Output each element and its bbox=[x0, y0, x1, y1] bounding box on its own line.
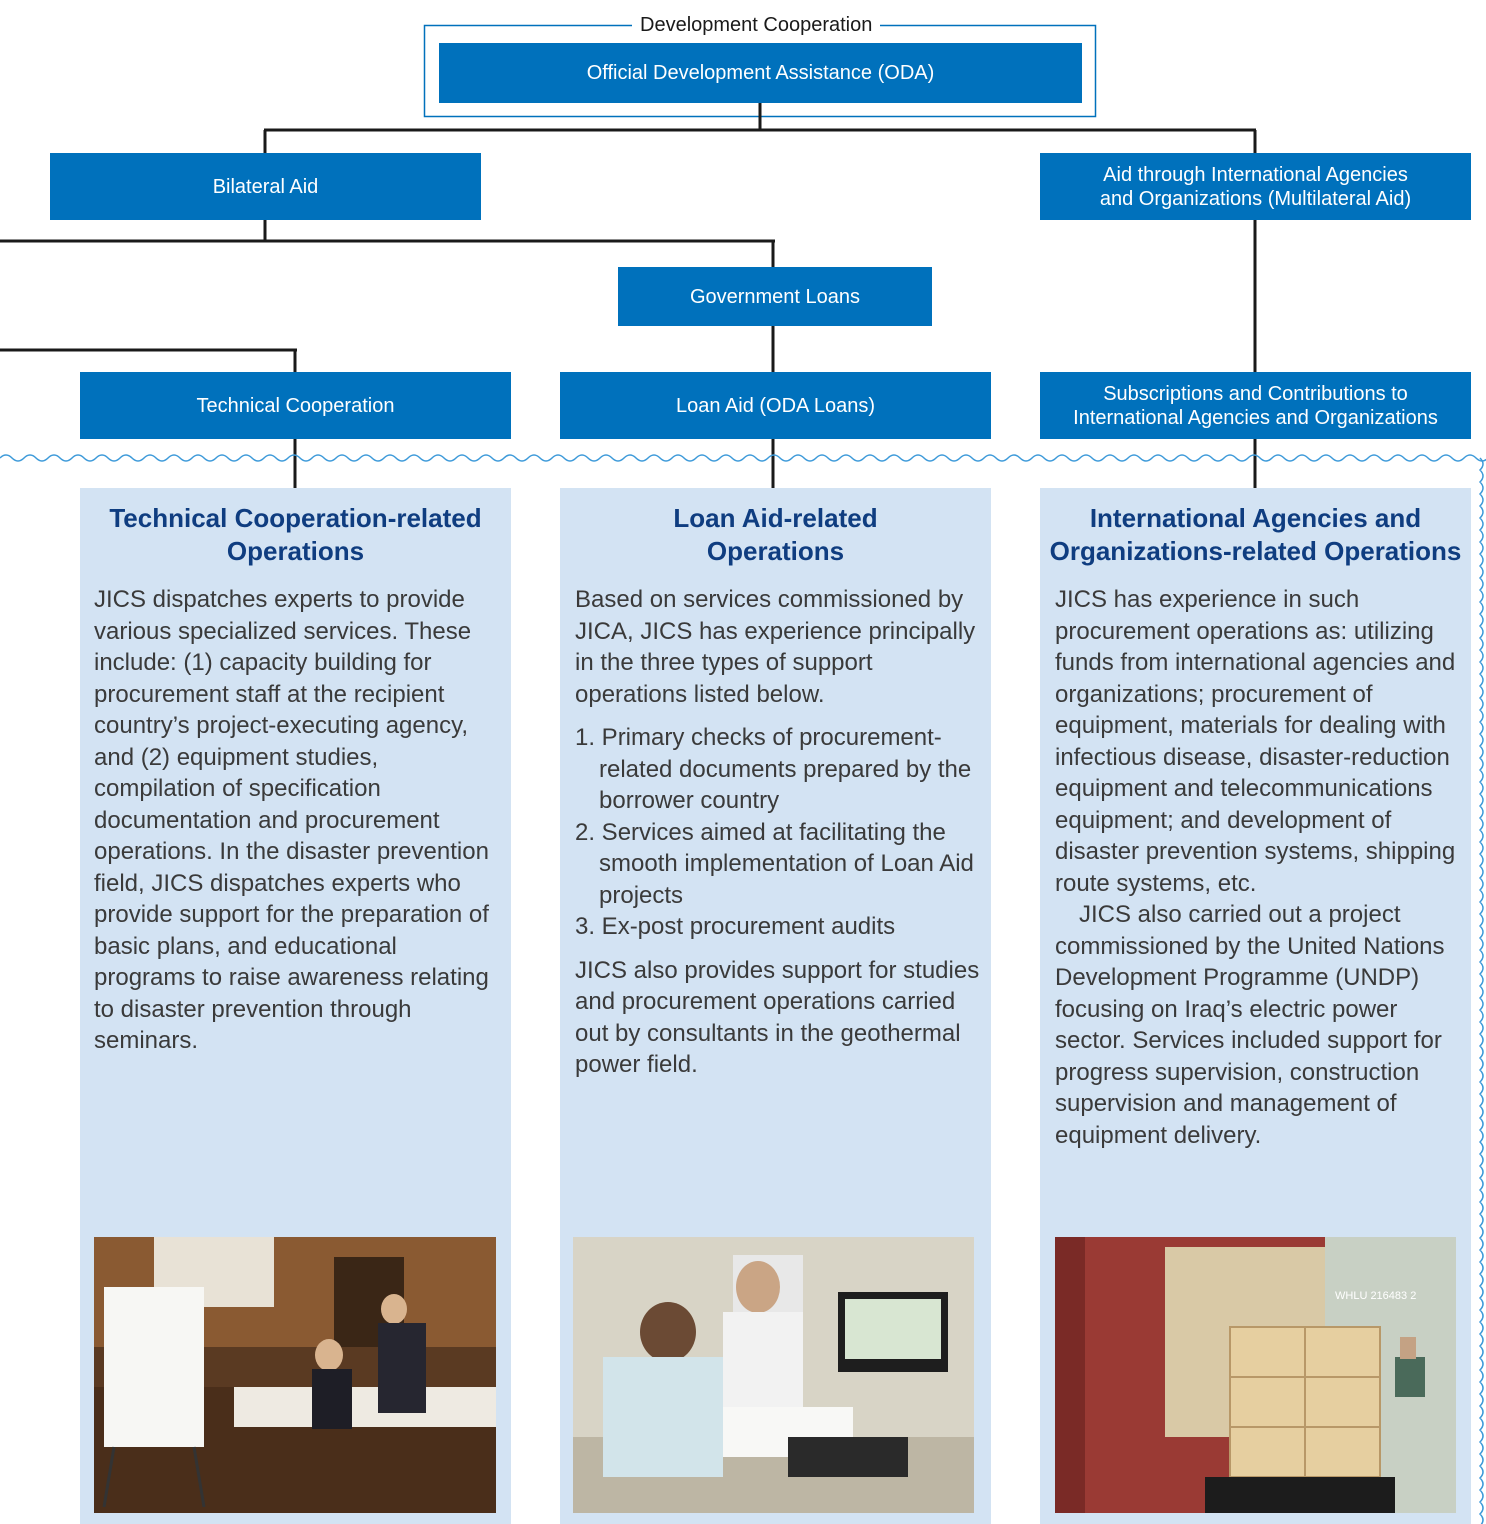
multilateral-aid-node: Aid through International Agencies and O… bbox=[1040, 153, 1471, 220]
oda-node: Official Development Assistance (ODA) bbox=[439, 43, 1082, 103]
wavy-border-right bbox=[1478, 457, 1484, 1524]
shipping-container-photo: WHLU 216483 2 bbox=[1055, 1237, 1456, 1513]
panel-title: Loan Aid-related Operations bbox=[673, 503, 878, 566]
technical-cooperation-node: Technical Cooperation bbox=[80, 372, 511, 439]
panel-body: JICS dispatches experts to provide vario… bbox=[94, 584, 501, 1057]
wavy-border-top bbox=[0, 454, 1486, 462]
list-item: 2. Services aimed at facilitating the sm… bbox=[575, 818, 974, 909]
loan-aid-node: Loan Aid (ODA Loans) bbox=[560, 372, 991, 439]
panel-intro: Based on services commissioned by JICA, … bbox=[575, 586, 976, 708]
list-item: 3. Ex-post procurement audits bbox=[575, 913, 896, 940]
development-cooperation-label: Development Cooperation bbox=[632, 12, 881, 38]
office-work-photo bbox=[573, 1237, 974, 1513]
panel-body: Based on services commissioned by JICA, … bbox=[575, 584, 981, 1081]
panel-body: JICS has experience in such procurement … bbox=[1055, 584, 1461, 1151]
support-operations-list: 1. Primary checks of procurement-related… bbox=[575, 722, 981, 943]
panel-title: Technical Cooperation-related Operations bbox=[109, 503, 482, 566]
government-loans-node: Government Loans bbox=[618, 267, 932, 326]
seminar-photo bbox=[94, 1237, 496, 1513]
panel-title: International Agencies and Organizations… bbox=[1049, 503, 1462, 566]
subscriptions-node: Subscriptions and Contributions to Inter… bbox=[1040, 372, 1471, 439]
container-code-text: WHLU 216483 2 bbox=[1335, 1290, 1416, 1302]
bilateral-aid-node: Bilateral Aid bbox=[50, 153, 481, 220]
panel-text: JICS dispatches experts to provide vario… bbox=[94, 586, 489, 1054]
panel-text-2: JICS also carried out a project commissi… bbox=[1055, 901, 1445, 1149]
panel-outro: JICS also provides support for studies a… bbox=[575, 956, 980, 1079]
panel-text-1: JICS has experience in such procurement … bbox=[1055, 586, 1456, 897]
list-item: 1. Primary checks of procurement-related… bbox=[575, 724, 972, 814]
